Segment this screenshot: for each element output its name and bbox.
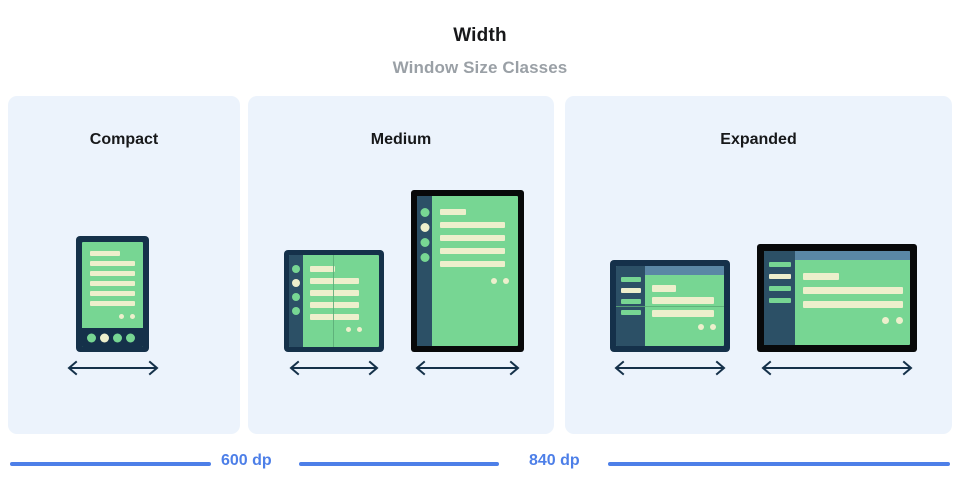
width-arrow-expanded-tablet xyxy=(757,360,917,376)
nav-rail-item xyxy=(292,307,300,315)
device-screen xyxy=(764,251,910,345)
device-screen xyxy=(289,255,379,347)
nav-drawer-item-active xyxy=(768,274,791,279)
content-line xyxy=(90,291,135,296)
scale-line-segment xyxy=(10,462,211,466)
content-line xyxy=(440,222,505,228)
device-phone-portrait xyxy=(76,236,149,352)
nav-rail-item-active xyxy=(292,279,300,287)
device-frame-black xyxy=(411,190,524,352)
nav-drawer-item xyxy=(768,262,791,267)
device-screen xyxy=(82,242,143,347)
breakpoint-scale: 600 dp 840 dp xyxy=(0,434,960,494)
device-frame-navy xyxy=(610,260,730,352)
content-line xyxy=(440,209,466,215)
content-line xyxy=(310,278,359,284)
content-line xyxy=(310,266,335,272)
content-line xyxy=(440,235,505,241)
nav-drawer-item xyxy=(620,299,641,304)
nav-rail-item xyxy=(420,208,429,217)
top-app-bar xyxy=(645,266,724,275)
content-line xyxy=(90,281,135,286)
fold-seam-horizontal xyxy=(616,306,724,307)
content-line xyxy=(440,261,505,267)
content-line xyxy=(652,285,676,292)
accent-dot xyxy=(698,324,704,330)
accent-dot xyxy=(491,278,497,284)
nav-drawer-item xyxy=(768,298,791,303)
nav-rail-item xyxy=(420,253,429,262)
scale-line-segment xyxy=(299,462,499,466)
width-arrow-compact xyxy=(63,360,163,376)
accent-dot xyxy=(346,327,351,332)
device-frame-navy xyxy=(284,250,384,352)
breakpoint-label-600: 600 dp xyxy=(221,452,272,469)
device-frame-black xyxy=(757,244,917,352)
nav-drawer-item-active xyxy=(620,288,641,293)
content-line xyxy=(803,301,903,308)
content-line xyxy=(803,273,839,280)
fold-seam-vertical xyxy=(333,255,334,347)
device-screen xyxy=(616,266,724,346)
content-line xyxy=(440,248,505,254)
accent-dot xyxy=(130,314,135,319)
accent-dot xyxy=(710,324,716,330)
content-line xyxy=(652,297,714,304)
device-tablet-landscape xyxy=(757,244,917,352)
device-frame-navy xyxy=(76,236,149,352)
content-line xyxy=(310,314,359,320)
width-arrow-medium-foldable xyxy=(285,360,383,376)
nav-rail-item-active xyxy=(420,223,429,232)
accent-dot xyxy=(119,314,124,319)
bottom-nav-item xyxy=(87,333,96,342)
page-subtitle: Window Size Classes xyxy=(392,58,568,77)
nav-drawer-item xyxy=(620,277,641,282)
size-class-panels: Compact xyxy=(8,96,952,434)
navigation-drawer xyxy=(764,251,795,345)
device-foldable-landscape-open xyxy=(610,260,730,352)
content-line xyxy=(310,302,359,308)
nav-rail-item xyxy=(292,293,300,301)
width-arrow-expanded-foldable xyxy=(610,360,730,376)
content-line xyxy=(90,301,135,306)
device-foldable-portrait-open xyxy=(284,250,384,352)
content-line xyxy=(90,271,135,276)
panel-label-medium: Medium xyxy=(370,131,432,148)
content-line xyxy=(90,261,135,266)
accent-dot xyxy=(896,317,903,324)
nav-rail-item xyxy=(420,238,429,247)
bottom-nav-item xyxy=(126,333,135,342)
page-title: Width xyxy=(453,25,507,46)
nav-rail-item xyxy=(292,265,300,273)
scale-line-segment xyxy=(608,462,950,466)
top-app-bar xyxy=(795,251,910,260)
nav-drawer-item xyxy=(620,310,641,315)
panel-label-compact: Compact xyxy=(89,131,159,148)
accent-dot xyxy=(882,317,889,324)
content-line xyxy=(803,287,903,294)
accent-dot xyxy=(503,278,509,284)
navigation-rail xyxy=(289,255,303,347)
breakpoint-label-840: 840 dp xyxy=(529,452,580,469)
content-line xyxy=(652,310,714,317)
panel-medium: Medium xyxy=(248,96,554,434)
width-arrow-medium-tablet xyxy=(411,360,524,376)
panel-expanded: Expanded xyxy=(565,96,952,434)
panel-label-expanded: Expanded xyxy=(720,131,797,148)
panel-compact: Compact xyxy=(8,96,240,434)
bottom-navigation-bar xyxy=(82,328,143,347)
diagram-header: Width Window Size Classes xyxy=(0,0,960,76)
device-tablet-portrait xyxy=(411,190,524,352)
accent-dot xyxy=(357,327,362,332)
navigation-rail xyxy=(417,196,432,346)
bottom-nav-item-active xyxy=(100,333,109,342)
nav-drawer-item xyxy=(768,286,791,291)
content-line xyxy=(310,290,359,296)
device-screen xyxy=(417,196,518,346)
content-line xyxy=(90,251,120,256)
bottom-nav-item xyxy=(113,333,122,342)
